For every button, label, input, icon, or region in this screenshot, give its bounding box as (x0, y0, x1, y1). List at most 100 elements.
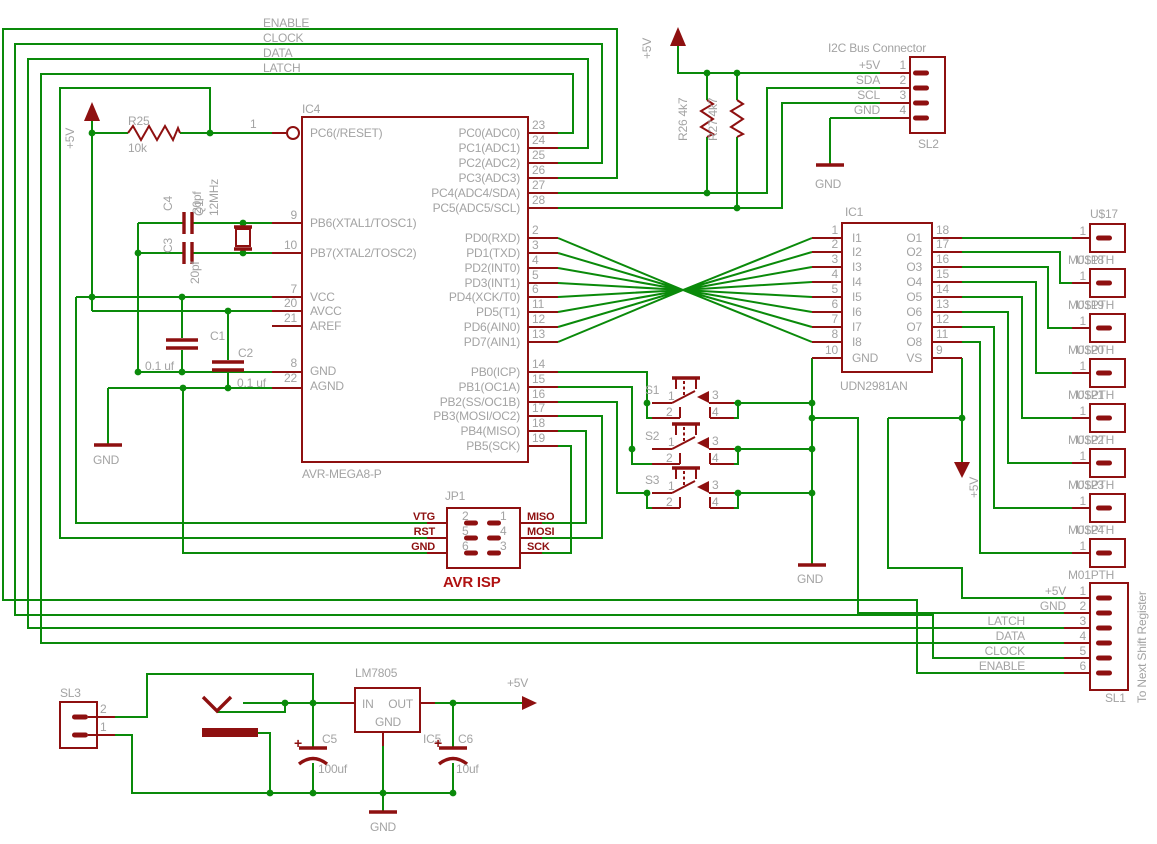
pin-number: 18 (532, 416, 545, 430)
pin-number: 5 (532, 268, 539, 282)
pin-number: 3 (712, 434, 719, 448)
pin-number: 4 (712, 495, 719, 509)
ic1-value: UDN2981AN (840, 379, 908, 393)
pin-number: 2 (462, 509, 469, 523)
pin-number: 16 (532, 387, 545, 401)
pin-number: 13 (532, 327, 545, 341)
pin-number: 16 (936, 252, 949, 266)
sl3-body (59, 701, 98, 749)
switch-s2 (652, 422, 734, 465)
net-label: DATA (996, 629, 1026, 643)
pin-number: 4 (712, 405, 719, 419)
pin-number: 2 (832, 237, 839, 251)
cap-value: 20pf (188, 261, 202, 284)
pin-name: I6 (852, 305, 862, 319)
pin-name: PB5(SCK) (466, 439, 520, 453)
cap-name: C5 (322, 732, 337, 746)
gnd-label: GND (797, 572, 824, 586)
switch-s1 (652, 376, 734, 419)
resistor-name: R25 (128, 114, 150, 128)
pin-number: 4 (1080, 629, 1087, 643)
pin-number: 3 (1080, 614, 1087, 628)
plus5v-arrow-down (954, 462, 970, 478)
pin-number: 1 (832, 223, 839, 237)
pin-number: 26 (532, 163, 545, 177)
pin-number: 1 (1080, 269, 1087, 283)
isp-pin-label: RST (414, 526, 436, 538)
pin-number: 18 (936, 223, 949, 237)
i2c-title: I2C Bus Connector (828, 41, 926, 55)
net-label-data: DATA (263, 46, 293, 60)
connector-value: M01PTH (1068, 388, 1114, 402)
capacitor-plates (166, 212, 467, 750)
resistor-r27 (729, 99, 746, 138)
connector-name: U$18 (1076, 253, 1104, 267)
cap-name: C6 (458, 732, 473, 746)
pin-number: 28 (532, 193, 545, 207)
dc-jack-pin (201, 695, 233, 714)
net-wires-reset-power (59, 87, 427, 554)
pin-name: O4 (906, 275, 922, 289)
polarized-cap-curves (297, 756, 469, 766)
pin-number: 4 (500, 524, 507, 538)
regulator-name: IC5 (423, 732, 442, 746)
ic4-value: AVR-MEGA8-P (302, 467, 382, 481)
ic4-pin-stubs (272, 132, 558, 447)
pin-number: 10 (284, 238, 297, 252)
pin-name: I8 (852, 335, 862, 349)
connector-name: U$23 (1076, 478, 1104, 492)
net-wires-outputs (887, 237, 1072, 599)
pin-number: 1 (1080, 584, 1087, 598)
isp-title: AVR ISP (443, 574, 501, 591)
pin-name: O1 (906, 231, 922, 245)
pin-name: O8 (906, 335, 922, 349)
pin-number: 8 (291, 356, 298, 370)
switch-name: S2 (645, 429, 660, 443)
pin-number: 2 (100, 702, 107, 716)
pin-number: 22 (284, 371, 297, 385)
net-wires-isp (542, 415, 603, 554)
junction-dots (88, 69, 966, 797)
pin-name: PD1(TXD) (466, 246, 520, 260)
connector-value: M01PTH (1068, 433, 1114, 447)
pin-number: 1 (668, 435, 675, 449)
pin-number: 1 (1080, 494, 1087, 508)
connector-name: U$19 (1076, 298, 1104, 312)
pin-number: 1 (1080, 404, 1087, 418)
polarity-mark: + (434, 735, 442, 751)
pin-name: I3 (852, 260, 862, 274)
pin-number: 8 (832, 327, 839, 341)
switch-s3 (652, 466, 734, 509)
pin-name: PD0(RXD) (465, 231, 520, 245)
crystal-name: Q1 (192, 200, 206, 216)
connector-name: U$17 (1090, 207, 1118, 221)
sl2-body (909, 56, 946, 134)
pin-name: PB4(MISO) (460, 424, 520, 438)
pin-number: 6 (462, 539, 469, 553)
pin-number: 2 (666, 451, 673, 465)
pin-number: 3 (500, 539, 507, 553)
connector-name: U$20 (1076, 343, 1104, 357)
connector-value: M01PTH (1068, 298, 1114, 312)
pin-number: 1 (1080, 539, 1087, 553)
supply-label-5v: +5V (63, 128, 77, 149)
pin-name: PC6(/RESET) (310, 126, 383, 140)
pin-name: I1 (852, 231, 862, 245)
gnd-label: GND (815, 177, 842, 191)
net-label: LATCH (988, 614, 1025, 628)
connector-pin-stubs (88, 72, 1090, 746)
connector-value: M01PTH (1068, 478, 1114, 492)
cap-value: 100uf (318, 762, 348, 776)
resistor-r26 (699, 99, 716, 138)
pin-name: AREF (310, 319, 341, 333)
pin-number: 1 (500, 509, 507, 523)
pin-name: O3 (906, 260, 922, 274)
connector-name: U$24 (1076, 523, 1104, 537)
pin-name: I4 (852, 275, 862, 289)
net-wires-powersupply (115, 673, 522, 812)
crystal-body (235, 228, 251, 247)
pin-number: 2 (666, 405, 673, 419)
pin-number: 3 (900, 88, 907, 102)
pin-number: 15 (532, 372, 545, 386)
